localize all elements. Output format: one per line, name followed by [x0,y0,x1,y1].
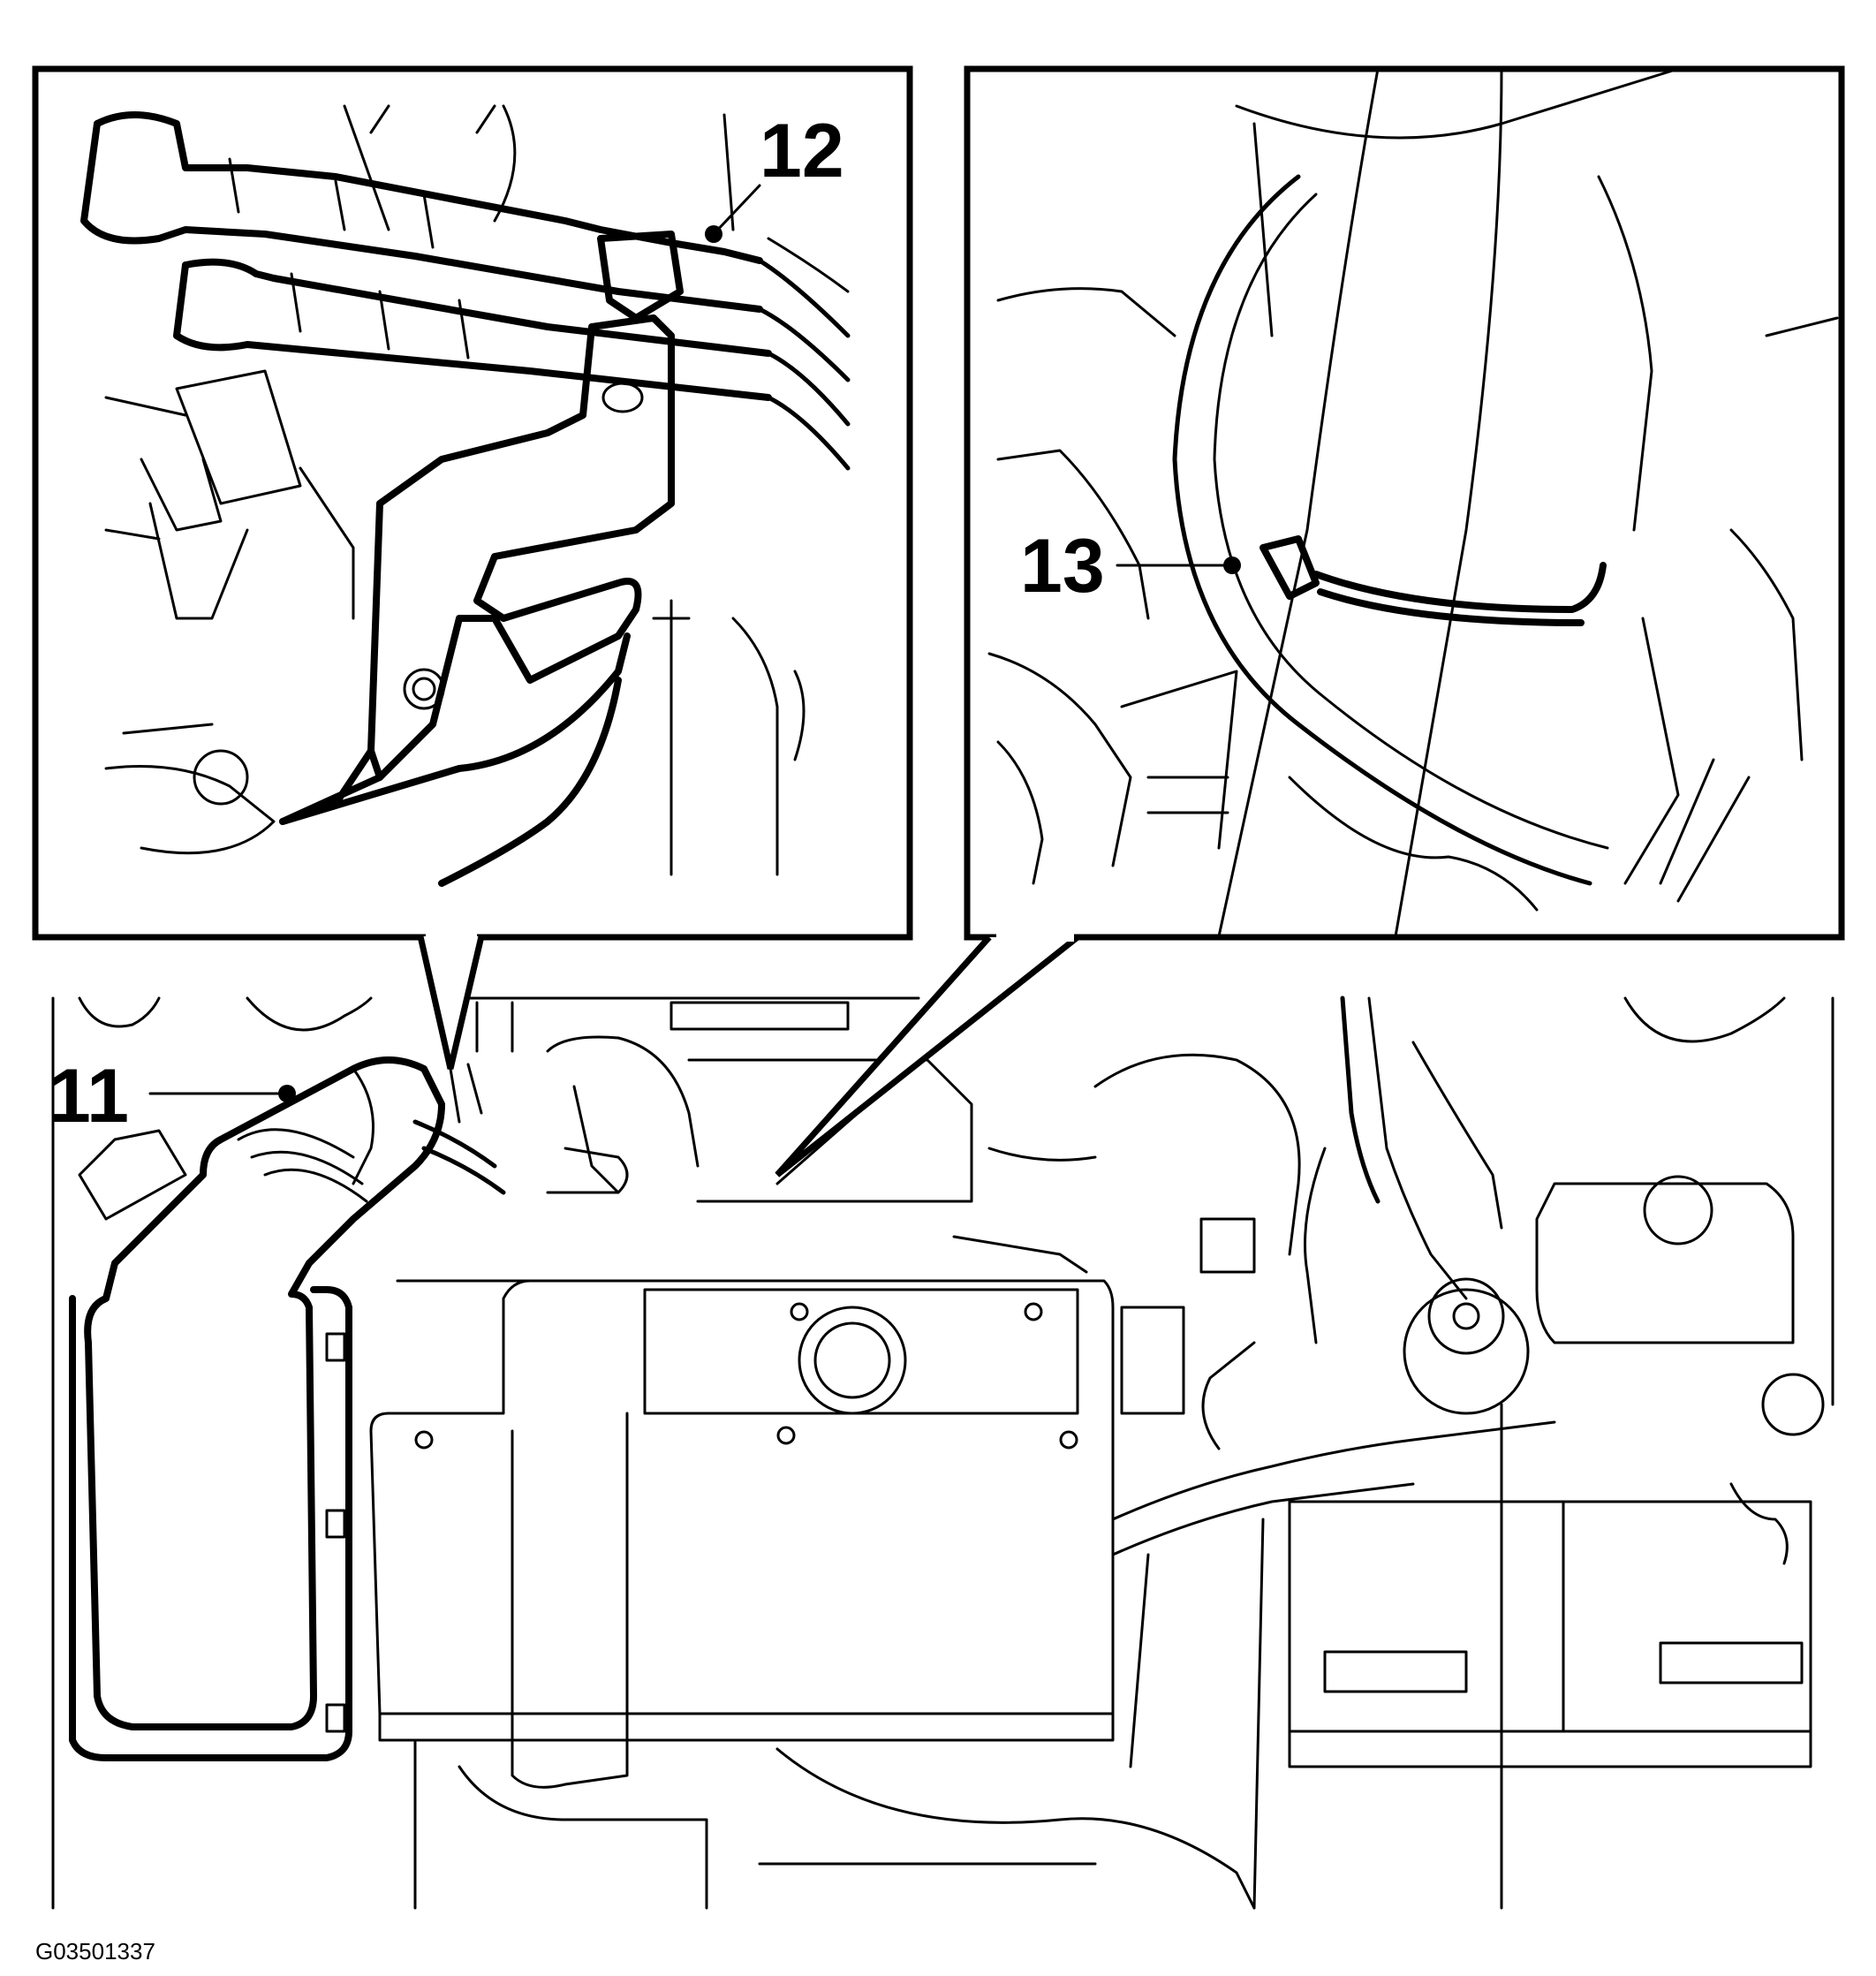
reference-code: G03501337 [35,1938,155,1965]
detail-inset-13: 13 [775,65,1845,1177]
intake-duct [69,1056,445,1761]
battery [1288,1482,1812,1768]
callout-13-label: 13 [1020,524,1105,609]
detail-inset-12: 12 [32,65,913,1070]
inset-frame-12 [32,65,913,941]
callout-11: 11 [49,1054,296,1139]
inset-frame-13 [964,65,1845,941]
callout-11-label: 11 [49,1054,129,1139]
callout-12-label: 12 [760,109,844,193]
engine-bay-overview [51,935,1834,1910]
engine-cover [369,1279,1115,1789]
